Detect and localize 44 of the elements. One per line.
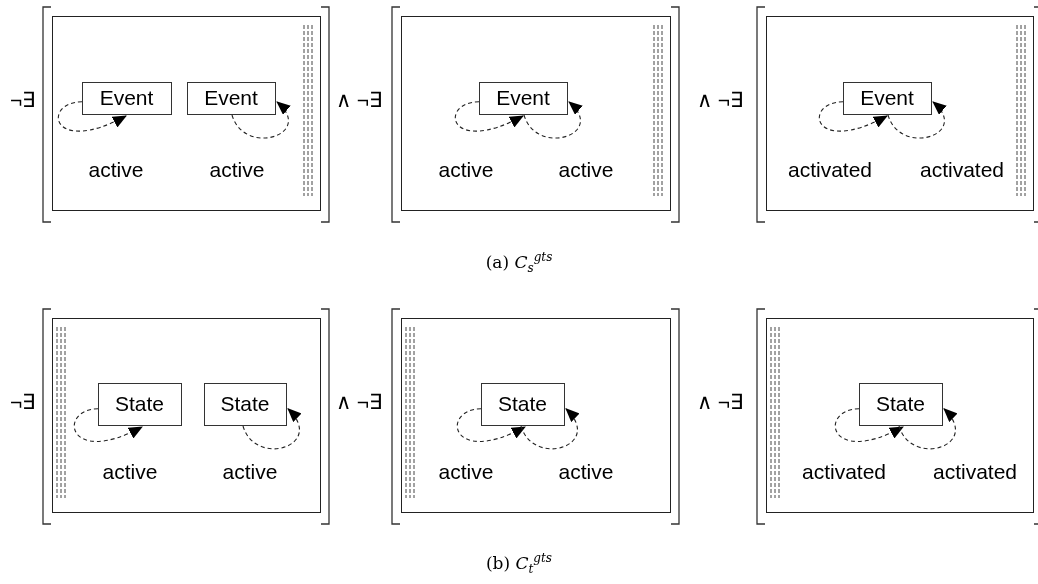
graph-frame xyxy=(52,16,321,211)
edge-label: active xyxy=(558,460,614,484)
self-loop-arrow xyxy=(456,408,526,442)
graph-frame xyxy=(401,318,671,513)
formula-symbol: ∧ ¬∃ xyxy=(697,390,744,414)
edge-label: active xyxy=(558,158,614,182)
self-loop-arrow xyxy=(242,408,301,450)
edge-label: activated xyxy=(932,460,1018,484)
self-loop-arrow xyxy=(834,408,904,442)
self-loop-arrow xyxy=(57,101,127,132)
edge-label: activated xyxy=(801,460,887,484)
formula-symbol: ¬∃ xyxy=(10,390,36,414)
type-node: Event xyxy=(842,81,932,115)
edge-label: active xyxy=(222,460,278,484)
edge-label: active xyxy=(438,158,494,182)
edge-label: activated xyxy=(919,158,1005,182)
graph-frame xyxy=(766,16,1034,211)
self-loop-arrow xyxy=(818,101,888,132)
graph-frame xyxy=(52,318,321,513)
type-node: Event xyxy=(81,81,172,115)
formula-symbol: ¬∃ xyxy=(10,88,36,112)
type-node: Event xyxy=(186,81,276,115)
edge-label: active xyxy=(88,158,144,182)
self-loop-arrow xyxy=(520,408,579,450)
self-loop-arrow xyxy=(454,101,524,132)
edge-label: activated xyxy=(787,158,873,182)
self-loop-arrow xyxy=(73,408,143,442)
formula-symbol: ∧ ¬∃ xyxy=(336,88,383,112)
formula-symbol: ∧ ¬∃ xyxy=(697,88,744,112)
edge-label: active xyxy=(102,460,158,484)
self-loop-arrow xyxy=(887,101,947,139)
graph-frame xyxy=(401,16,671,211)
edge-label: active xyxy=(438,460,494,484)
type-node: State xyxy=(203,382,287,426)
type-node: State xyxy=(858,382,943,426)
graph-frame xyxy=(766,318,1034,513)
edge-label: active xyxy=(209,158,265,182)
self-loop-arrow xyxy=(523,101,583,139)
formula-symbol: ∧ ¬∃ xyxy=(336,390,383,414)
type-node: State xyxy=(97,382,182,426)
self-loop-arrow xyxy=(898,408,957,450)
type-node: Event xyxy=(478,81,568,115)
type-node: State xyxy=(480,382,565,426)
self-loop-arrow xyxy=(231,101,291,139)
